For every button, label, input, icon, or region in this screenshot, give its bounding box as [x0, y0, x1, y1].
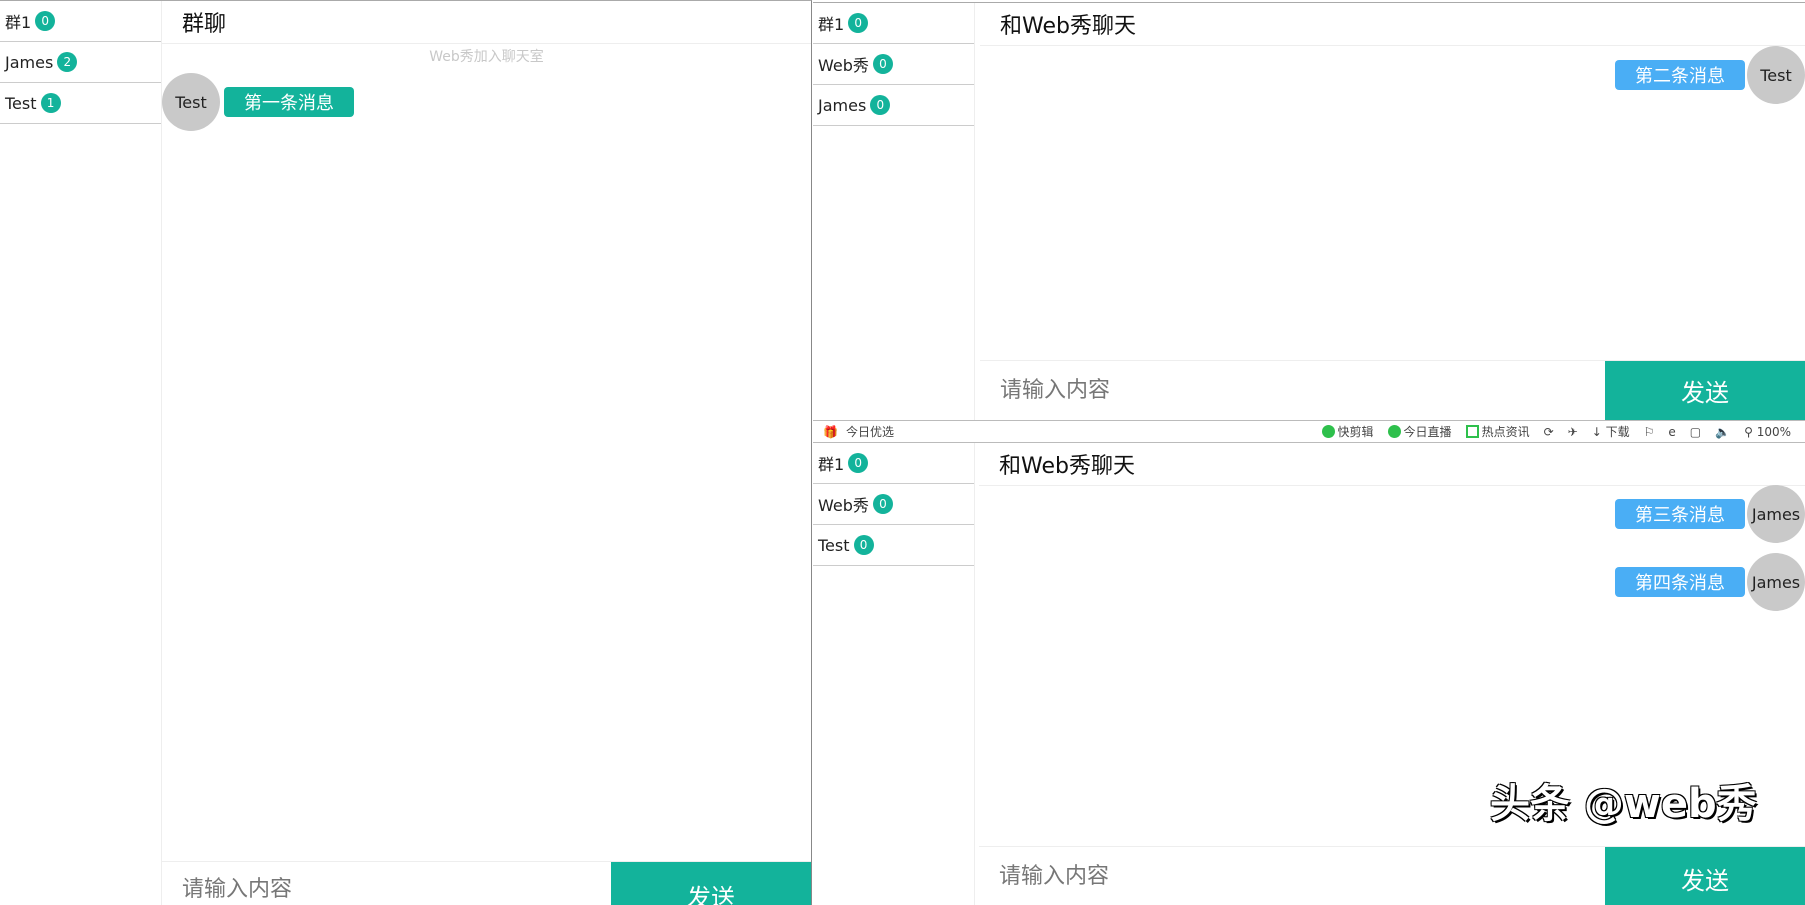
message-bubble: 第一条消息	[224, 87, 354, 117]
system-notice: Web秀加入聊天室	[429, 49, 544, 65]
unread-badge: 0	[848, 453, 869, 473]
unread-badge: 0	[872, 54, 893, 74]
chat-main: 和Web秀聊天 第三条消息 James 第四条消息 James 发送	[979, 443, 1805, 905]
message-input[interactable]	[162, 862, 611, 905]
status-label: 热点资讯	[1481, 425, 1530, 439]
message: 第三条消息 James	[1615, 485, 1805, 543]
browser-status-bar: 🎁 今日优选 快剪辑 今日直播 热点资讯 ⟳ ✈ ↓ 下载 ⚐ e ▢ 🔈 ⚲ 1…	[813, 420, 1805, 443]
zoom-control[interactable]: ⚲ 100%	[1744, 425, 1791, 439]
chat-main: 群聊 Web秀加入聊天室 Test 第一条消息 发送	[162, 1, 811, 905]
play-icon	[1387, 425, 1401, 438]
send-button[interactable]: 发送	[611, 862, 811, 905]
message-input[interactable]	[979, 847, 1605, 905]
avatar: James	[1747, 553, 1805, 611]
input-bar: 发送	[980, 360, 1805, 420]
message-bubble: 第三条消息	[1615, 499, 1745, 529]
pin-icon[interactable]: ✈	[1567, 424, 1578, 439]
play-icon	[1321, 425, 1335, 438]
news-icon	[1465, 425, 1479, 438]
status-label: 下载	[1605, 425, 1630, 439]
contact-name: James	[818, 95, 867, 115]
chat-main: 和Web秀聊天 第二条消息 Test 发送	[980, 3, 1805, 420]
message-bubble: 第二条消息	[1615, 60, 1745, 90]
today-picks[interactable]: 🎁 今日优选	[823, 423, 894, 440]
quick-edit[interactable]: 快剪辑	[1321, 423, 1374, 440]
download-icon: ↓	[1591, 424, 1602, 439]
ie-icon[interactable]: e	[1668, 424, 1676, 439]
unread-badge: 0	[848, 13, 869, 33]
status-label: 快剪辑	[1337, 425, 1374, 439]
message: 第二条消息 Test	[1615, 46, 1805, 104]
speed-icon[interactable]: ⟳	[1543, 424, 1554, 439]
contact-name: Web秀	[818, 56, 869, 75]
message: Test 第一条消息	[162, 73, 354, 131]
avatar: Test	[1747, 46, 1805, 104]
send-button[interactable]: 发送	[1605, 847, 1805, 905]
input-bar: 发送	[979, 846, 1805, 905]
today-picks-label: 今日优选	[845, 425, 894, 439]
message-bubble: 第四条消息	[1615, 567, 1745, 597]
contact-name: 群1	[818, 15, 845, 34]
chat-title: 和Web秀聊天	[979, 443, 1805, 486]
search-icon: ⚲	[1744, 424, 1753, 439]
unread-badge: 0	[872, 494, 893, 514]
unread-badge: 0	[870, 95, 891, 115]
message-input[interactable]	[980, 361, 1605, 420]
send-button[interactable]: 发送	[1605, 361, 1805, 420]
gift-icon: 🎁	[823, 424, 838, 439]
contact-name: Test	[818, 535, 850, 555]
unread-badge: 0	[35, 11, 56, 31]
contact-name: 群1	[5, 13, 32, 32]
contact-name: Test	[5, 93, 37, 113]
message: 第四条消息 James	[1615, 553, 1805, 611]
contact-name: 群1	[818, 455, 845, 474]
window-icon[interactable]: ▢	[1689, 424, 1702, 439]
unread-badge: 0	[853, 535, 874, 555]
live[interactable]: 今日直播	[1387, 423, 1452, 440]
zoom-level: 100%	[1756, 424, 1791, 439]
download[interactable]: ↓ 下载	[1592, 423, 1630, 440]
chat-title: 和Web秀聊天	[980, 3, 1805, 46]
unread-badge: 2	[57, 52, 78, 72]
contact-name: James	[5, 52, 54, 72]
contact-name: Web秀	[818, 496, 869, 515]
sound-icon[interactable]: 🔈	[1715, 424, 1731, 439]
chat-title: 群聊	[162, 1, 811, 44]
status-label: 今日直播	[1403, 425, 1452, 439]
input-bar: 发送	[162, 861, 811, 905]
flag-icon[interactable]: ⚐	[1643, 424, 1655, 439]
avatar: Test	[162, 73, 220, 131]
avatar: James	[1747, 485, 1805, 543]
watermark: 头条 @web秀	[1490, 781, 1757, 827]
unread-badge: 1	[40, 93, 61, 113]
hot-news[interactable]: 热点资讯	[1465, 423, 1530, 440]
